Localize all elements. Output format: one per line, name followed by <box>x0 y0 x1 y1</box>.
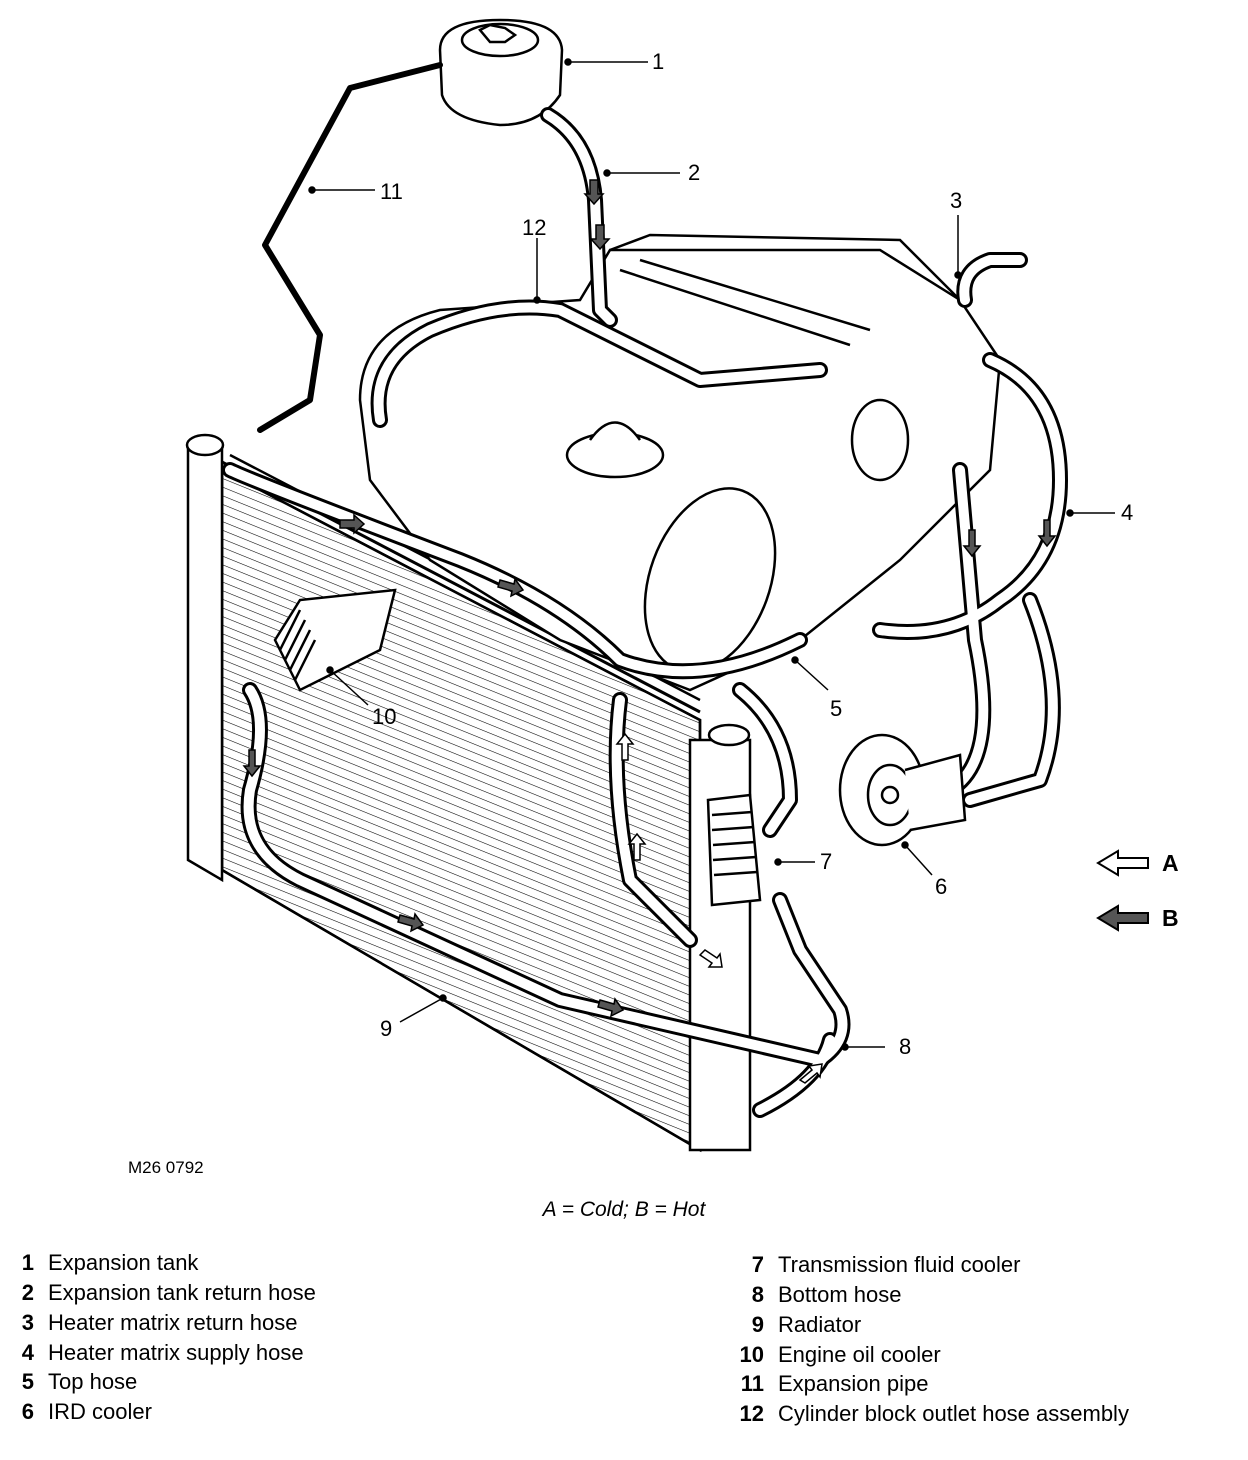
callout-5: 5 <box>830 696 843 721</box>
hot-arrow-icon <box>1096 904 1149 932</box>
leader-lines <box>308 58 1115 1051</box>
flow-key-arrows <box>1096 849 1149 932</box>
callout-9: 9 <box>380 1016 393 1041</box>
flow-caption: A = Cold; B = Hot <box>542 1198 706 1221</box>
callout-3: 3 <box>950 188 963 213</box>
ird-cooler <box>838 733 967 847</box>
flow-arrows <box>242 179 1057 1084</box>
callout-2: 2 <box>688 160 701 185</box>
flow-key-hot-letter: B <box>1162 905 1179 931</box>
expansion-pipe <box>257 62 443 433</box>
figure-code: M26 0792 <box>128 1158 204 1177</box>
callout-11: 11 <box>380 179 403 204</box>
callout-4: 4 <box>1121 500 1134 525</box>
callout-10: 10 <box>372 704 397 729</box>
callout-1: 1 <box>652 49 665 74</box>
callout-8: 8 <box>899 1034 912 1059</box>
cooling-system-diagram <box>185 18 1149 1153</box>
engine-oil-cooler <box>273 588 397 692</box>
cold-arrow-icon <box>1096 849 1149 877</box>
flow-key-cold-letter: A <box>1162 850 1179 876</box>
expansion-tank <box>438 18 564 127</box>
callout-12: 12 <box>522 215 547 240</box>
callout-7: 7 <box>820 849 833 874</box>
transmission-fluid-cooler <box>706 793 762 907</box>
callout-6: 6 <box>935 874 948 899</box>
